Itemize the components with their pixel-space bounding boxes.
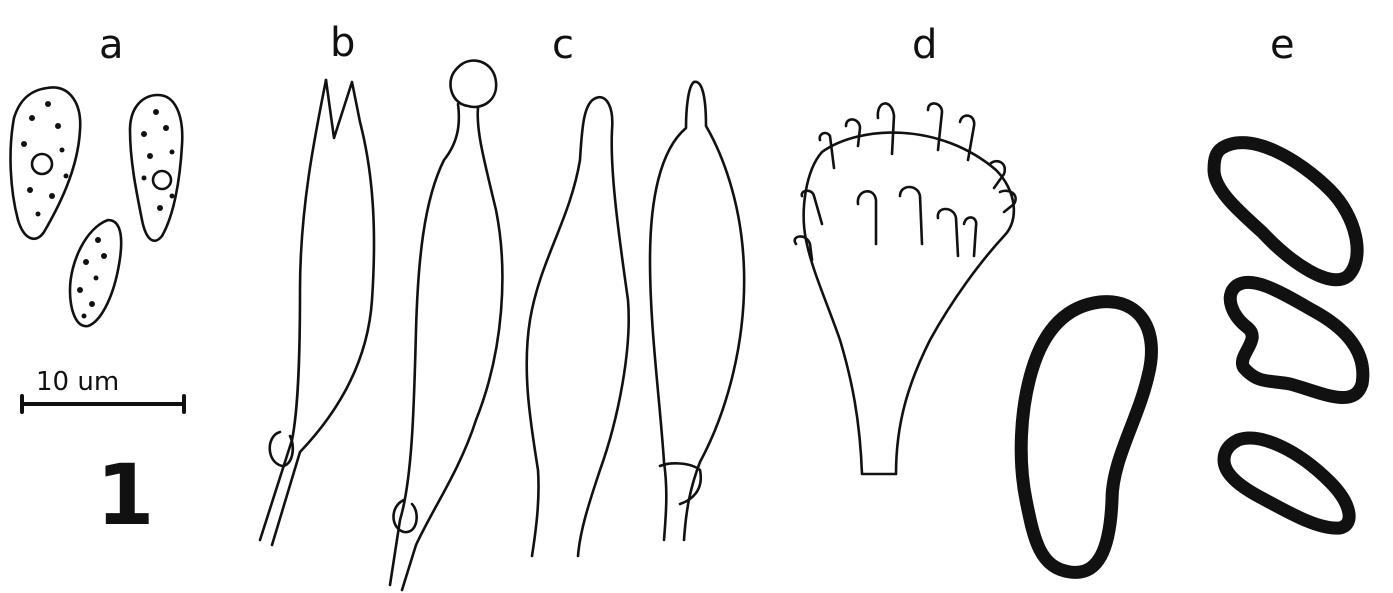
cystidium-c1: [527, 97, 629, 556]
panel-a-spores: [11, 87, 183, 326]
cystidium-b1: [260, 80, 374, 545]
spore-e2: [1230, 282, 1363, 397]
panel-e-spores: [1214, 143, 1363, 529]
spore-e3: [1224, 438, 1349, 528]
spore-e1: [1214, 143, 1357, 280]
panel-c-cystidia: [527, 82, 744, 556]
panel-d-structure: [795, 103, 1016, 474]
scale-bar: 10 um: [22, 367, 184, 412]
panel-label-e: e: [1270, 22, 1295, 68]
spore-2: [130, 95, 182, 241]
spore-1: [11, 87, 81, 238]
figure-number: 1: [96, 446, 154, 544]
spore-3: [70, 220, 121, 326]
panel-label-b: b: [330, 20, 355, 66]
panel-b-cystidia: [260, 61, 502, 590]
panel-d-spore: [1021, 302, 1151, 573]
panel-label-a: a: [99, 22, 124, 68]
panel-label-d: d: [912, 22, 937, 68]
scale-bar-label: 10 um: [36, 367, 119, 397]
cystidium-b2: [390, 61, 502, 590]
cystidium-c2: [650, 82, 744, 540]
panel-label-c: c: [552, 22, 574, 68]
